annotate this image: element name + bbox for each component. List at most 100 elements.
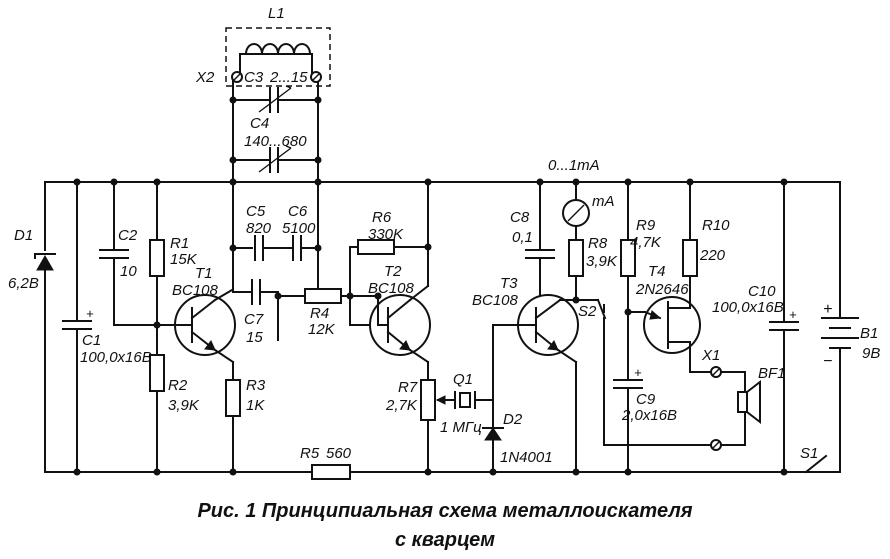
label-r6-value: 330K <box>368 226 404 243</box>
label-b1: B1 <box>860 325 878 342</box>
diode-d1 <box>34 181 56 473</box>
label-x1: X1 <box>701 347 720 364</box>
label-t4: T4 <box>648 263 666 280</box>
resistor-r1 <box>149 181 165 356</box>
c1-plus: + <box>86 306 94 321</box>
label-t3: T3 <box>500 275 518 292</box>
label-bf1: BF1 <box>758 365 786 382</box>
label-r1: R1 <box>170 235 189 252</box>
speaker-bf1 <box>710 366 761 451</box>
potentiometer-r7 <box>420 361 456 473</box>
label-r7-value: 2,7K <box>385 397 418 414</box>
milliammeter <box>562 181 590 241</box>
label-r8: R8 <box>588 235 608 252</box>
label-c9-value: 2,0x16В <box>621 407 677 424</box>
label-d2: D2 <box>503 411 523 428</box>
label-c8: C8 <box>510 209 530 226</box>
label-r9-value: 4,7K <box>630 234 662 251</box>
label-c5-value: 820 <box>246 220 272 237</box>
label-r3-value: 1K <box>246 397 265 414</box>
label-r1-value: 15K <box>170 251 198 268</box>
figure-caption-line1: Рис. 1 Принципиальная схема металлоискат… <box>197 500 693 522</box>
label-c3-value: 2...15 <box>269 69 308 86</box>
label-c1: C1 <box>82 332 101 349</box>
label-t3-value: BC108 <box>472 292 519 309</box>
label-c2: C2 <box>118 227 138 244</box>
label-s1: S1 <box>800 445 818 462</box>
label-t4-value: 2N2646 <box>635 281 689 298</box>
tank-circuit <box>225 27 331 183</box>
label-r2-value: 3,9K <box>168 397 200 414</box>
label-c10-value: 100,0x16В <box>712 299 784 316</box>
svg-text:+: + <box>823 301 832 318</box>
label-meter-range: 0...1mA <box>548 157 600 174</box>
label-c1-value: 100,0x16В <box>80 349 152 366</box>
label-b1-value: 9В <box>862 345 880 362</box>
label-c4-value: 140...680 <box>244 133 307 150</box>
label-r9: R9 <box>636 217 656 234</box>
resistor-r2 <box>149 354 165 473</box>
label-r10-value: 220 <box>699 247 726 264</box>
label-r5: R5 <box>300 445 320 462</box>
diode-d2 <box>482 324 521 473</box>
label-d1: D1 <box>14 227 33 244</box>
component-labels: L1 X2 C3 2...15 C4 140...680 C5 820 C6 5… <box>8 5 880 466</box>
metal-detector-schematic: + <box>8 5 880 480</box>
label-r10: R10 <box>702 217 730 234</box>
label-c9: C9 <box>636 391 656 408</box>
battery-b1: + − <box>821 181 859 473</box>
transistor-t4 <box>643 275 713 373</box>
transistor-t2 <box>369 181 431 364</box>
label-c5: C5 <box>246 203 266 220</box>
label-q1-value: 1 МГц <box>440 419 482 436</box>
label-c7-value: 15 <box>246 329 263 346</box>
svg-text:+: + <box>789 307 797 322</box>
label-c6-value: 5100 <box>282 220 316 237</box>
switch-s1 <box>799 454 828 474</box>
switch-s2 <box>575 298 713 446</box>
label-r4: R4 <box>310 305 329 322</box>
label-x2: X2 <box>195 69 215 86</box>
transistor-t3 <box>517 294 579 473</box>
label-r5-value: 560 <box>326 445 352 462</box>
capacitor-c2 <box>99 181 176 326</box>
capacitor-c10: + <box>769 181 799 473</box>
label-meter: mA <box>592 193 615 210</box>
label-c8-value: 0,1 <box>512 229 533 246</box>
crystal-q1 <box>454 391 494 409</box>
junction-dots <box>73 96 788 476</box>
label-q1: Q1 <box>453 371 473 388</box>
label-r6: R6 <box>372 209 392 226</box>
capacitor-c1: + <box>62 181 94 473</box>
resistor-r5 <box>311 464 351 480</box>
capacitor-c9: + <box>613 365 643 473</box>
capacitor-c7 <box>244 279 306 341</box>
transistor-t1 <box>174 288 236 364</box>
label-d2-value: 1N4001 <box>500 449 553 466</box>
svg-text:+: + <box>634 365 642 380</box>
label-t2: T2 <box>384 263 402 280</box>
resistor-r8 <box>568 239 584 301</box>
label-t2-value: BC108 <box>368 280 415 297</box>
label-r3: R3 <box>246 377 266 394</box>
svg-text:−: − <box>823 353 832 370</box>
resistor-r3 <box>225 361 241 473</box>
label-t1-value: BC108 <box>172 282 219 299</box>
label-c3: C3 <box>244 69 264 86</box>
label-c7: C7 <box>244 311 264 328</box>
capacitor-c6 <box>292 181 319 297</box>
capacitor-c5 <box>254 235 294 261</box>
shield-box <box>225 27 331 87</box>
figure-caption-line2: с кварцем <box>394 529 496 551</box>
label-r7: R7 <box>398 379 418 396</box>
label-t1: T1 <box>195 265 213 282</box>
t1-collector-wiring <box>232 181 253 293</box>
label-r8-value: 3,9K <box>586 253 618 270</box>
label-c4: C4 <box>250 115 269 132</box>
label-d1-value: 6,2В <box>8 275 39 292</box>
label-c6: C6 <box>288 203 308 220</box>
label-l1: L1 <box>268 5 285 22</box>
label-r4-value: 12K <box>308 321 336 338</box>
resistor-r10 <box>682 181 698 277</box>
label-s2: S2 <box>578 303 597 320</box>
